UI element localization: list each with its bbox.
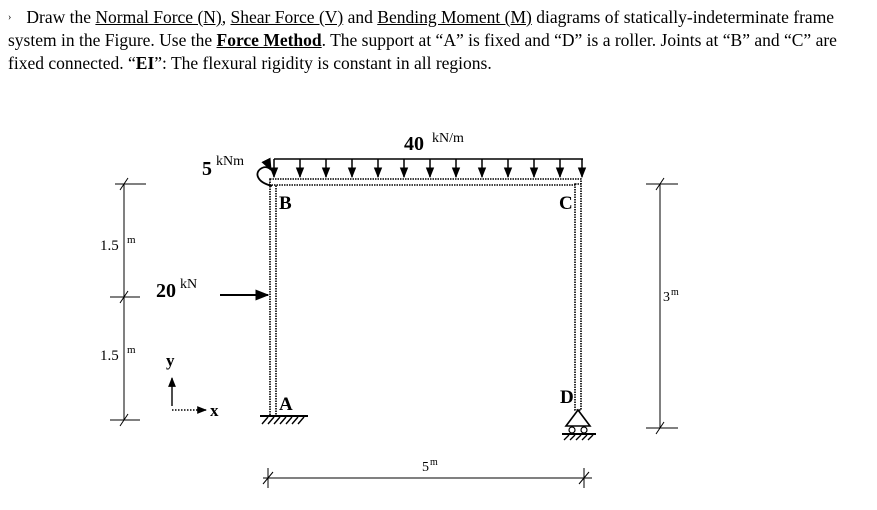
text-part-4: diagrams of statically-indeterminate fra…	[8, 7, 835, 50]
point-load-unit: kN	[180, 277, 197, 292]
dim-right-value: 3	[663, 290, 670, 305]
text-part-6: ”: The flexural rigidity is constant in …	[154, 53, 492, 73]
frame-structure	[269, 178, 582, 417]
dim-left-lower-value: 1.5	[100, 348, 119, 364]
dim-left-upper-unit: m	[127, 234, 136, 246]
dim-bottom-unit: m	[430, 457, 438, 468]
dim-bottom-value: 5	[422, 460, 429, 475]
moment-unit: kNm	[216, 154, 244, 169]
node-label-a: A	[279, 394, 293, 415]
distributed-load-unit: kN/m	[432, 131, 464, 146]
ei-term: EI	[135, 53, 155, 73]
beam-bc	[269, 178, 582, 186]
text-part-2: ,	[221, 7, 231, 27]
shear-force-term: Shear Force (V)	[230, 7, 344, 27]
text-part-5: . The support at “A” is fixed and “D” is…	[8, 30, 837, 73]
left-dimension-line	[110, 177, 146, 427]
coordinate-axes-icon	[168, 377, 207, 414]
problem-statement: › Draw the Normal Force (N), Shear Force…	[8, 6, 870, 75]
roller-support-icon	[562, 408, 596, 441]
text-part-3: and	[343, 7, 378, 27]
bottom-dimension-line	[262, 468, 592, 488]
distributed-load	[269, 158, 587, 179]
node-label-b: B	[279, 193, 292, 214]
moment-value: 5	[202, 158, 212, 180]
column-cd	[574, 183, 582, 411]
node-label-d: D	[560, 387, 574, 408]
dim-left-upper-value: 1.5	[100, 238, 119, 254]
moment-arrow-icon	[256, 157, 273, 187]
bending-moment-term: Bending Moment (M)	[377, 7, 532, 27]
normal-force-term: Normal Force (N)	[95, 7, 222, 27]
fixed-support-icon	[260, 415, 308, 425]
bullet-marker: ›	[8, 12, 12, 23]
point-load-value: 20	[156, 280, 176, 302]
dim-left-lower-unit: m	[127, 344, 136, 356]
node-label-c: C	[559, 193, 573, 214]
text-part-1: Draw the	[26, 7, 96, 27]
column-ab	[269, 183, 277, 417]
dim-right-unit: m	[671, 287, 679, 298]
right-dimension-line	[646, 177, 678, 435]
force-method-term: Force Method	[216, 30, 322, 50]
axis-label-x: x	[210, 401, 219, 420]
axis-label-y: y	[166, 351, 175, 370]
distributed-load-value: 40	[404, 133, 424, 155]
